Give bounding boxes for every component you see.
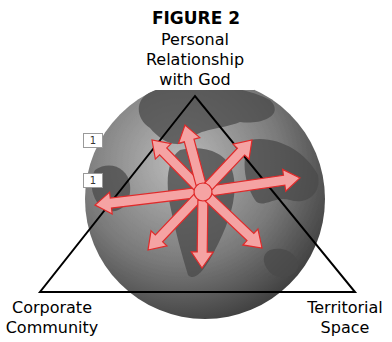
arrow-hub: [194, 183, 212, 201]
callout-number: 1: [90, 175, 96, 186]
figure-title: FIGURE 2: [0, 8, 392, 28]
vertex-label: Territorial Space: [300, 298, 390, 338]
red-arrow: [200, 132, 260, 193]
callout-number: 1: [90, 135, 96, 146]
red-arrow: [140, 190, 205, 257]
callout-box: 1: [83, 133, 103, 148]
callout-box: 1: [83, 173, 103, 188]
red-arrow: [191, 200, 214, 268]
red-arrow: [201, 190, 269, 256]
triangle: [40, 96, 355, 292]
vertex-label: Personal Relationship with God: [136, 30, 254, 90]
globe: [85, 79, 325, 319]
arrow-group: [94, 122, 302, 268]
continents: [92, 85, 319, 277]
red-arrow: [174, 122, 211, 187]
vertex-label: Corporate Community: [2, 298, 102, 338]
